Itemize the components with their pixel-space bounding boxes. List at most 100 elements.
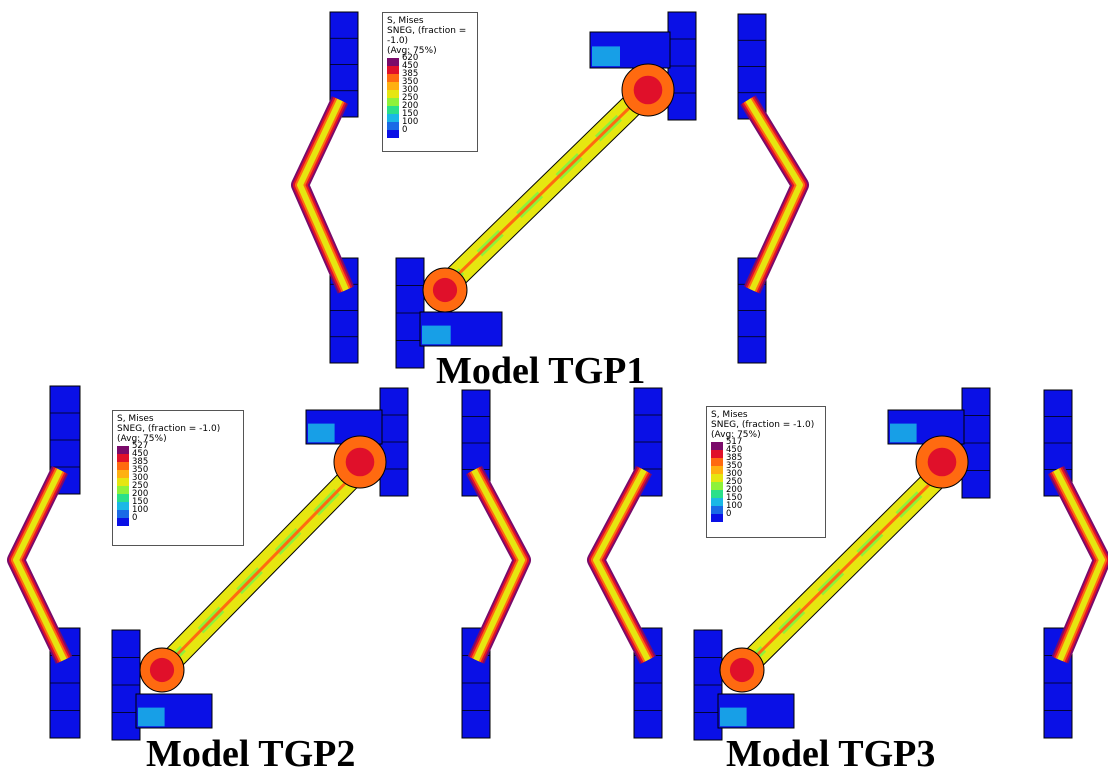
- legend-tgp3: S, Mises SNEG, (fraction = -1.0) (Avg: 7…: [706, 406, 826, 538]
- scale-swatch: [387, 58, 399, 66]
- scale-level-label: 350: [402, 77, 419, 87]
- scale-level-label: 0: [402, 125, 408, 135]
- scale-level-label: 150: [726, 493, 743, 503]
- legend-subtitle: SNEG, (fraction = -1.0): [117, 424, 221, 434]
- color-scale-bar: [711, 442, 723, 522]
- scale-level-label: 0: [726, 509, 732, 519]
- tgp1-diagonal-brace-stripe: [438, 76, 662, 294]
- tgp3-gusset-bottom-core: [729, 657, 755, 683]
- scale-level-label: 385: [726, 453, 743, 463]
- tgp2-right-buckled-brace-core: [471, 468, 525, 662]
- scale-level-label: 350: [726, 461, 743, 471]
- tgp2-gusset-bottom-core: [149, 657, 175, 683]
- scale-swatch: [711, 474, 723, 482]
- scale-level-label: 300: [132, 473, 149, 483]
- tgp2-bottom-beam-stress: [138, 707, 165, 727]
- tgp3-bottom-beam: [717, 693, 795, 729]
- legend-tgp1: S, Mises SNEG, (fraction = -1.0) (Avg: 7…: [382, 12, 478, 152]
- scale-level-label: 350: [132, 465, 149, 475]
- tgp1-left-buckled-brace-core: [297, 98, 349, 292]
- scale-level-label: 100: [402, 117, 419, 127]
- scale-swatch: [711, 458, 723, 466]
- model-title-tgp1: Model TGP1: [436, 350, 646, 392]
- scale-level-label: 150: [132, 497, 149, 507]
- scale-swatch: [387, 98, 399, 106]
- scale-level-label: 385: [132, 457, 149, 467]
- color-scale-bar: [387, 58, 399, 138]
- scale-swatch: [387, 74, 399, 82]
- tgp2-left-buckled-brace-core: [13, 468, 67, 662]
- tgp1-gusset-bottom-core: [432, 277, 458, 303]
- tgp3-left-buckled-brace-core: [593, 468, 651, 662]
- scale-swatch: [711, 490, 723, 498]
- scale-level-label: 450: [132, 449, 149, 459]
- scale-level-label: 250: [402, 93, 419, 103]
- scale-swatch: [711, 466, 723, 474]
- scale-level-label: 200: [132, 489, 149, 499]
- legend-averaging: (Avg: 75%): [117, 434, 167, 444]
- tgp1-bottom-beam-stress: [422, 325, 451, 345]
- scale-level-label: 250: [726, 477, 743, 487]
- legend-tgp2: S, Mises SNEG, (fraction = -1.0) (Avg: 7…: [112, 410, 244, 546]
- scale-level-label: 200: [402, 101, 419, 111]
- tgp1-gusset-top-core: [633, 75, 663, 105]
- scale-swatch: [117, 486, 129, 494]
- legend-subtitle: SNEG, (fraction = -1.0): [387, 26, 467, 46]
- tgp2-diagonal-brace-stripe: [160, 458, 370, 672]
- scale-swatch: [387, 130, 399, 138]
- legend-subtitle: SNEG, (fraction = -1.0): [711, 420, 815, 430]
- scale-swatch: [117, 478, 129, 486]
- scale-swatch: [711, 450, 723, 458]
- scale-swatch: [117, 446, 129, 454]
- scale-swatch: [117, 462, 129, 470]
- scale-level-label: 0: [132, 513, 138, 523]
- legend-title: S, Mises: [711, 410, 748, 420]
- scale-level-label: 150: [402, 109, 419, 119]
- tgp1-right-buckled-brace-core: [745, 98, 803, 292]
- scale-level-label: 620: [402, 53, 419, 63]
- scale-level-label: 250: [132, 481, 149, 491]
- scale-swatch: [711, 498, 723, 506]
- model-title-tgp2: Model TGP2: [146, 733, 356, 775]
- scale-level-label: 200: [726, 485, 743, 495]
- scale-swatch: [387, 90, 399, 98]
- tgp1-top-beam-stress: [592, 46, 620, 67]
- scale-swatch: [711, 482, 723, 490]
- scale-swatch: [387, 106, 399, 114]
- scale-level-label: 450: [402, 61, 419, 71]
- scale-swatch: [387, 114, 399, 122]
- legend-averaging: (Avg: 75%): [711, 430, 761, 440]
- scale-swatch: [711, 442, 723, 450]
- legend-title: S, Mises: [117, 414, 154, 424]
- scale-swatch: [387, 82, 399, 90]
- model-title-tgp3: Model TGP3: [726, 733, 936, 775]
- tgp3-right-buckled-brace-core: [1053, 468, 1105, 662]
- tgp3-diagonal-brace-stripe: [740, 460, 954, 672]
- scale-swatch: [711, 514, 723, 522]
- scale-level-label: 385: [402, 69, 419, 79]
- tgp3-gusset-top-core: [927, 447, 957, 477]
- scale-swatch: [387, 66, 399, 74]
- scale-level-label: 100: [132, 505, 149, 515]
- scale-swatch: [117, 494, 129, 502]
- scale-level-label: 527: [132, 441, 149, 451]
- color-scale-bar: [117, 446, 129, 526]
- scale-level-label: 517: [726, 437, 743, 447]
- tgp2-top-beam-stress: [308, 423, 335, 443]
- scale-swatch: [117, 510, 129, 518]
- scale-swatch: [711, 506, 723, 514]
- scale-swatch: [387, 122, 399, 130]
- tgp2-gusset-top-core: [345, 447, 375, 477]
- legend-averaging: (Avg: 75%): [387, 46, 437, 56]
- scale-level-label: 300: [726, 469, 743, 479]
- scale-swatch: [117, 518, 129, 526]
- scale-level-label: 100: [726, 501, 743, 511]
- scale-swatch: [117, 470, 129, 478]
- scale-level-label: 300: [402, 85, 419, 95]
- tgp3-bottom-beam-stress: [720, 707, 747, 727]
- scale-level-label: 450: [726, 445, 743, 455]
